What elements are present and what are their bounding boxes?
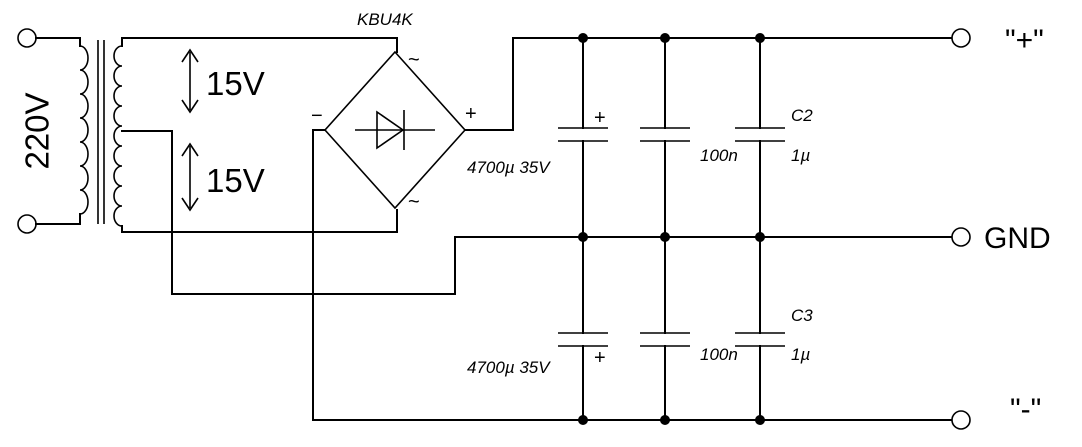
bridge-ac-top-label: ~ xyxy=(408,49,420,71)
output-plus-label: "+" xyxy=(1005,24,1044,57)
electrolytic-top-label: 4700µ 35V xyxy=(467,158,551,177)
cap-column-1u xyxy=(735,37,785,421)
cap-column-100n xyxy=(640,37,690,421)
secondary-upper-voltage-label: 15V xyxy=(206,65,265,102)
junction-dots xyxy=(578,33,765,425)
primary-voltage-label: 220V xyxy=(19,92,56,169)
electrolytic-top-polarity: + xyxy=(594,107,606,129)
c3-ref-label: C3 xyxy=(791,306,813,325)
voltage-arrow-upper xyxy=(181,48,199,114)
bridge-plus-label: + xyxy=(465,103,477,125)
bridge-minus-label: − xyxy=(311,105,323,127)
primary-terminal-bottom[interactable] xyxy=(17,214,37,234)
secondary-lower-voltage-label: 15V xyxy=(206,162,265,199)
output-terminal-plus[interactable] xyxy=(951,28,971,48)
transformer-primary xyxy=(17,28,89,234)
primary-terminal-top[interactable] xyxy=(17,28,37,48)
output-terminal-minus[interactable] xyxy=(951,410,971,430)
c3-value-label: 1µ xyxy=(791,345,810,364)
c2-value-label: 1µ xyxy=(791,146,810,165)
electrolytic-bottom-label: 4700µ 35V xyxy=(467,358,551,377)
electrolytic-bottom-polarity: + xyxy=(594,347,606,369)
bridge-rectifier xyxy=(312,37,953,421)
bridge-part-label: KBU4K xyxy=(357,10,413,29)
bridge-ac-bottom-label: ~ xyxy=(408,191,420,213)
ceramic-top-label: 100n xyxy=(700,146,738,165)
ceramic-bottom-label: 100n xyxy=(700,345,738,364)
transformer-core xyxy=(97,40,105,224)
c2-ref-label: C2 xyxy=(791,106,813,125)
output-terminal-gnd[interactable] xyxy=(951,227,971,247)
output-gnd-label: GND xyxy=(984,222,1051,255)
output-minus-label: "-" xyxy=(1010,393,1041,426)
voltage-arrow-lower xyxy=(181,142,199,212)
